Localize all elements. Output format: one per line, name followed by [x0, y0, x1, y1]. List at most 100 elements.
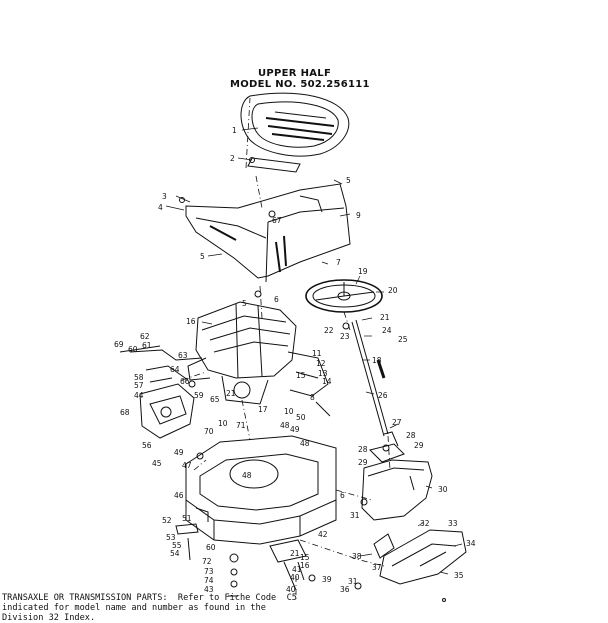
callout-3: 3 — [162, 192, 167, 201]
callout-6a: 6 — [274, 295, 279, 304]
callout-9: 9 — [356, 211, 361, 220]
callout-51: 51 — [182, 514, 192, 523]
callout-16a: 16 — [186, 317, 196, 326]
callout-52: 52 — [162, 516, 172, 525]
hood-panel — [185, 183, 351, 283]
callout-28a: 28 — [406, 431, 416, 440]
callout-48c: 48 — [280, 421, 290, 430]
throttle-linkage — [119, 345, 203, 383]
callout-10a: 10 — [218, 419, 228, 428]
callout-26: 26 — [378, 391, 388, 400]
seat — [240, 92, 350, 157]
callout-37: 37 — [372, 563, 382, 572]
footnote-line-2: indicated for model name and number as f… — [2, 603, 266, 613]
callout-66: 66 — [180, 377, 190, 386]
support-bracket — [369, 431, 405, 463]
chassis-frame — [185, 435, 337, 545]
callout-36: 36 — [340, 585, 350, 594]
engine — [187, 301, 297, 405]
callout-59: 59 — [194, 391, 204, 400]
callout-40b: 40 — [286, 585, 296, 594]
callout-21a: 21 — [380, 313, 390, 322]
callout-73: 73 — [204, 567, 214, 576]
callout-72: 72 — [202, 557, 212, 566]
callout-24: 24 — [382, 326, 392, 335]
callout-17: 17 — [258, 405, 268, 414]
callout-63: 63 — [178, 351, 188, 360]
callout-5a: 5 — [200, 252, 205, 261]
callout-47: 47 — [182, 461, 192, 470]
left-small-parts — [175, 523, 239, 597]
callout-46: 46 — [174, 491, 184, 500]
diagram-title: UPPER HALF — [258, 68, 332, 79]
callout-38: 38 — [352, 552, 362, 561]
callout-44: 44 — [134, 391, 144, 400]
callout-10b: 10 — [284, 407, 294, 416]
callout-55: 55 — [172, 541, 182, 550]
callout-54: 54 — [170, 549, 180, 558]
callout-15a: 15 — [296, 371, 306, 380]
callout-31b: 31 — [348, 577, 358, 586]
callout-39: 39 — [322, 575, 332, 584]
callout-70: 70 — [204, 427, 214, 436]
callout-19: 19 — [358, 267, 368, 276]
callout-30: 30 — [438, 485, 448, 494]
callout-27: 27 — [392, 418, 402, 427]
callout-68: 68 — [120, 408, 130, 417]
assembly-guide-lines — [181, 97, 391, 600]
callout-22: 22 — [324, 326, 334, 335]
callout-4: 4 — [158, 203, 163, 212]
callout-29b: 29 — [358, 458, 368, 467]
callout-69: 69 — [114, 340, 124, 349]
callout-13: 13 — [318, 369, 328, 378]
callout-leaders — [165, 127, 463, 575]
callout-43: 43 — [204, 585, 214, 594]
lower-brackets — [269, 533, 395, 591]
footnote-line-3: Division 32 Index. — [2, 613, 96, 623]
callout-5b: 5 — [346, 176, 351, 185]
callout-64: 64 — [170, 365, 180, 374]
front-plate — [379, 529, 467, 585]
carburetor — [139, 383, 195, 439]
callout-60b: 60 — [206, 543, 216, 552]
callout-14: 14 — [322, 377, 332, 386]
callout-71: 71 — [236, 421, 246, 430]
callout-16b: 16 — [300, 561, 310, 570]
fender-housing — [361, 459, 433, 521]
callout-57: 57 — [134, 381, 144, 390]
callout-48a: 48 — [242, 471, 252, 480]
callout-15b: 15 — [300, 553, 310, 562]
callout-25: 25 — [398, 335, 408, 344]
callout-23: 23 — [340, 332, 350, 341]
callout-35: 35 — [454, 571, 464, 580]
callout-34: 34 — [466, 539, 476, 548]
steering-shaft — [351, 319, 389, 437]
callout-32: 32 — [420, 519, 430, 528]
callout-67: 67 — [272, 216, 282, 225]
callout-50: 50 — [296, 413, 306, 422]
callout-65: 65 — [210, 395, 220, 404]
callout-7: 7 — [336, 258, 341, 267]
callout-56: 56 — [142, 441, 152, 450]
callout-29a: 29 — [414, 441, 424, 450]
callout-31a: 31 — [350, 511, 360, 520]
callout-45: 45 — [152, 459, 162, 468]
callout-28b: 28 — [358, 445, 368, 454]
callout-11: 11 — [312, 349, 322, 358]
callout-1: 1 — [232, 126, 237, 135]
callout-21c: 21 — [290, 549, 300, 558]
model-number: MODEL NO. 502.256111 — [230, 79, 370, 90]
footnote-line-1: TRANSAXLE OR TRANSMISSION PARTS: Refer t… — [2, 593, 297, 603]
seat-pan — [247, 157, 301, 173]
callout-49b: 49 — [290, 425, 300, 434]
callout-74: 74 — [204, 576, 214, 585]
callout-60a: 60 — [128, 345, 138, 354]
callout-40a: 40 — [290, 573, 300, 582]
callout-48b: 48 — [300, 439, 310, 448]
callout-21b: 21 — [226, 389, 236, 398]
steering-wheel — [305, 279, 383, 313]
fasteners — [179, 157, 446, 602]
callout-20: 20 — [388, 286, 398, 295]
